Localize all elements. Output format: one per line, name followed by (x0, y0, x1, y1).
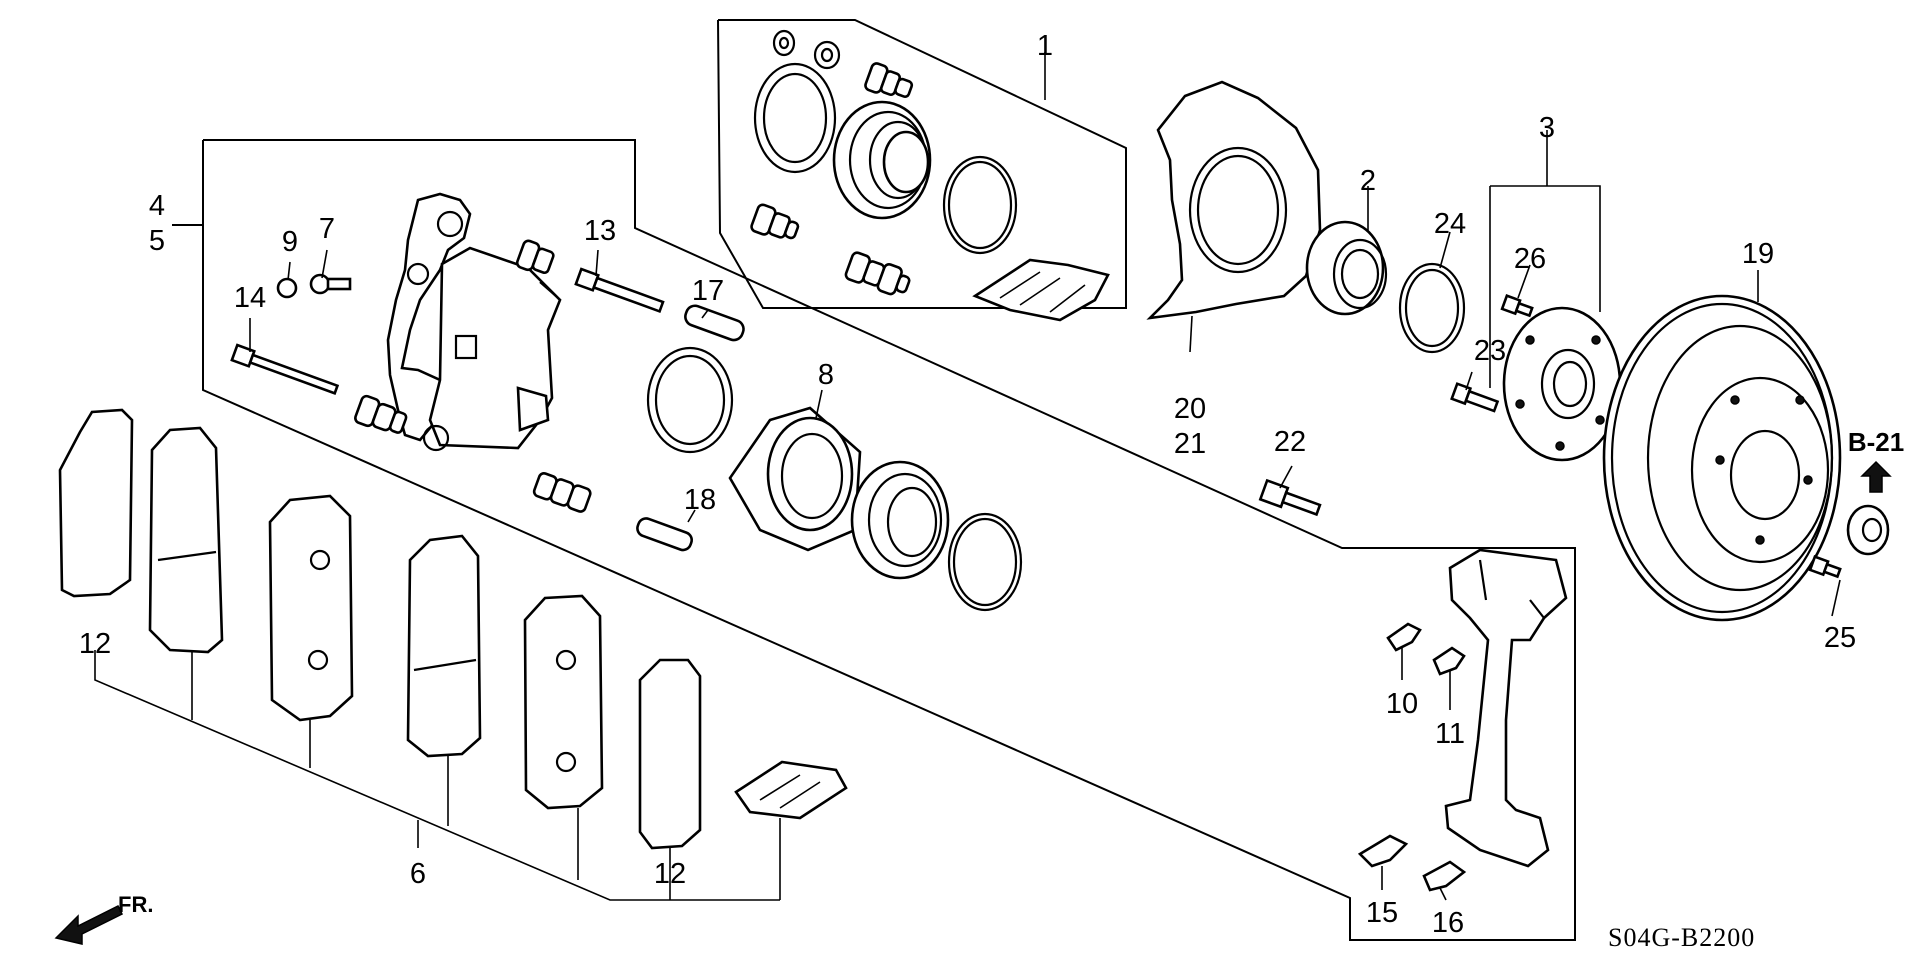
callout-13: 13 (584, 215, 616, 247)
callout-12-left: 12 (79, 628, 111, 660)
bracket-bolt (1258, 478, 1322, 517)
callout-20: 20 (1174, 393, 1206, 425)
pad-clips (1357, 622, 1467, 892)
caliper-body (386, 192, 562, 452)
diagram-code: S04G-B2200 (1608, 923, 1755, 952)
splash-shield (1146, 80, 1322, 320)
snap-ring (1398, 262, 1466, 354)
callout-22: 22 (1274, 426, 1306, 458)
callout-15: 15 (1366, 897, 1398, 929)
callout-25: 25 (1824, 622, 1856, 654)
callout-8: 8 (818, 359, 834, 391)
piston-group (646, 346, 1023, 612)
caliper-hardware (230, 239, 745, 552)
callout-1: 1 (1037, 30, 1053, 62)
seal-kit-parts (750, 29, 1110, 322)
callout-12-right: 12 (654, 858, 686, 890)
callout-10: 10 (1386, 688, 1418, 720)
callout-5: 5 (149, 225, 165, 257)
callout-2: 2 (1360, 165, 1376, 197)
callout-21: 21 (1174, 428, 1206, 460)
front-label: FR. (118, 892, 153, 917)
front-direction-arrow: FR. (54, 892, 153, 945)
callout-24: 24 (1434, 208, 1466, 240)
callout-26: 26 (1514, 243, 1546, 275)
seal-kit-outline (717, 19, 1127, 309)
callout-19: 19 (1742, 238, 1774, 270)
callout-16: 16 (1432, 907, 1464, 939)
callout-23: 23 (1474, 335, 1506, 367)
callout-11: 11 (1435, 718, 1465, 750)
hub (1450, 294, 1622, 462)
reference-arrow: B-21 (1848, 427, 1904, 493)
hub-nut (1808, 504, 1890, 579)
callout-6: 6 (410, 858, 426, 890)
brake-pads (58, 408, 848, 850)
callout-labels: 1 2 3 4 5 6 7 8 9 10 11 12 12 13 14 15 1… (79, 30, 1856, 939)
callout-18: 18 (684, 484, 716, 516)
caliper-assembly-outline (172, 139, 1576, 941)
hub-bearing (1305, 220, 1388, 316)
reference-label: B-21 (1848, 427, 1904, 457)
callout-14: 14 (234, 282, 266, 314)
callout-17: 17 (692, 275, 724, 307)
callout-4: 4 (149, 190, 165, 222)
brake-rotor (1602, 294, 1842, 622)
caliper-bracket (1444, 548, 1568, 868)
callout-9: 9 (282, 226, 298, 258)
leader-lines (94, 52, 1841, 901)
callout-7: 7 (319, 213, 335, 245)
callout-3: 3 (1539, 112, 1555, 144)
